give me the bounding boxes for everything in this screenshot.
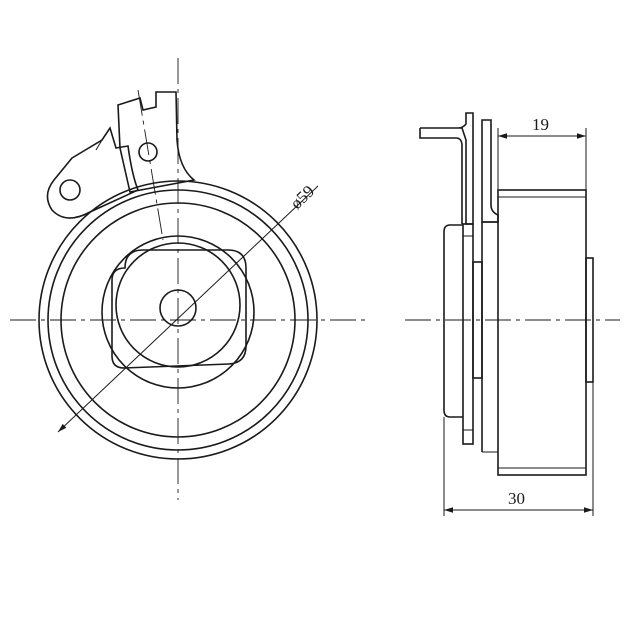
arm-pivot-hole — [138, 142, 158, 162]
hub-outer-circle — [101, 235, 255, 389]
arm-centerline — [137, 89, 164, 241]
right-boss — [585, 257, 594, 383]
pulley-side-body — [497, 189, 587, 476]
diameter-label: ø59 — [287, 181, 319, 212]
base-step-outline — [443, 224, 463, 418]
pulley-rim-circle — [47, 189, 309, 451]
base-plate — [462, 223, 474, 445]
hub-inner-circle — [115, 242, 241, 368]
dim30-label: 30 — [508, 489, 525, 508]
pointer-lever — [46, 126, 140, 219]
bolt-hole — [159, 289, 197, 327]
bent-tab — [419, 112, 474, 225]
pulley-body — [481, 221, 498, 452]
bracket-arm — [481, 119, 499, 223]
eccentric-hub-outline — [111, 249, 247, 369]
diameter-dimension-line — [57, 185, 319, 433]
adjusting-arm — [117, 91, 196, 193]
pulley-face-circle — [60, 202, 296, 438]
lever-edge — [95, 139, 103, 151]
lever-hole — [59, 179, 81, 201]
front-view: ø59 — [10, 58, 370, 500]
pulley-outer-circle — [38, 180, 318, 460]
side-view: 19 30 — [405, 112, 620, 516]
dim19-label: 19 — [532, 115, 549, 134]
